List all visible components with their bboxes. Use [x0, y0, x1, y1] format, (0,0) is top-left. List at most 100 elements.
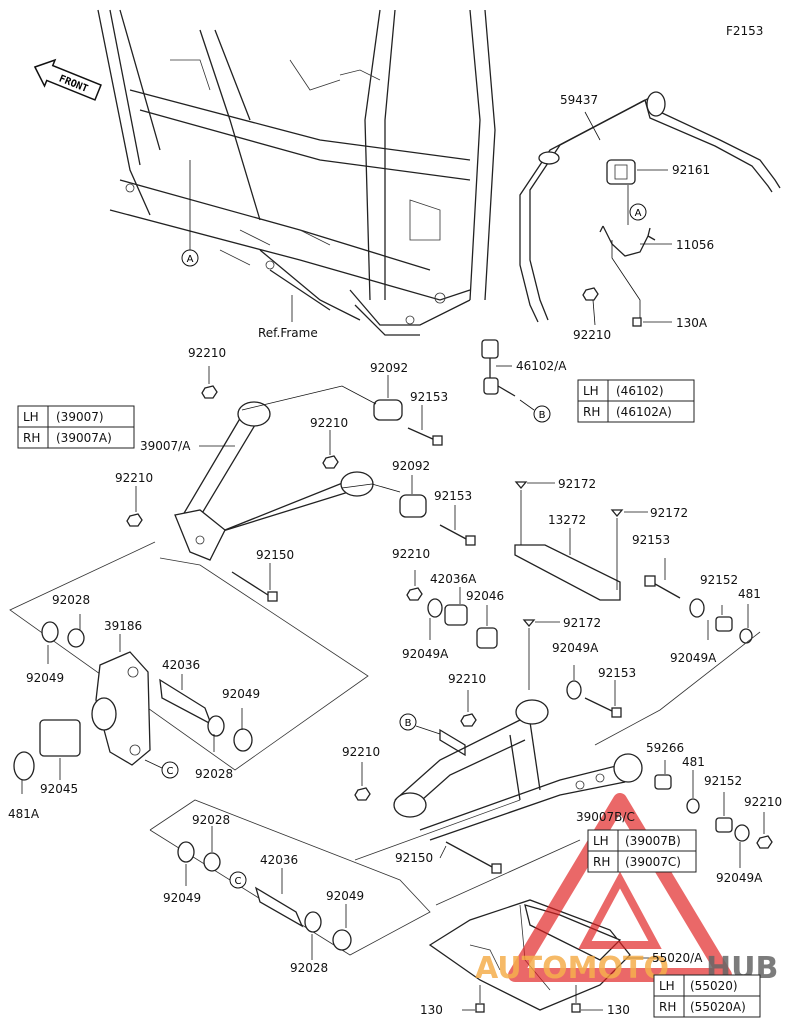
- svg-text:LH: LH: [593, 834, 609, 848]
- label-92172-a: 92172: [558, 477, 596, 491]
- label-481-a: 481: [738, 587, 761, 601]
- label-13272: 13272: [548, 513, 586, 527]
- svg-text:LH: LH: [23, 410, 39, 424]
- label-92210-ua3: 92210: [115, 471, 153, 485]
- label-92210-la3: 92210: [342, 745, 380, 759]
- upper-a-arm: [174, 401, 374, 561]
- callout-b-lower: B: [399, 713, 417, 731]
- callout-c-upper: C: [161, 761, 179, 779]
- svg-text:A: A: [635, 208, 642, 219]
- callout-a-frame: A: [181, 249, 199, 267]
- label-92152-b: 92152: [704, 774, 742, 788]
- callout-a-stabilizer: A: [629, 203, 647, 221]
- svg-text:(55020): (55020): [690, 979, 738, 993]
- bracket-screws: [514, 481, 624, 628]
- pivot-parts: [13, 621, 253, 781]
- svg-text:(39007B): (39007B): [625, 834, 681, 848]
- ref-frame-label: Ref.Frame: [258, 326, 318, 340]
- table-lower-arm: LH (39007B) RH (39007C): [587, 829, 697, 873]
- svg-text:(39007A): (39007A): [56, 431, 112, 445]
- lower-arm-hardware: [354, 575, 773, 874]
- label-92092-b: 92092: [392, 459, 430, 473]
- label-92153-a: 92153: [410, 390, 448, 404]
- label-92152-a: 92152: [700, 573, 738, 587]
- label-39186: 39186: [104, 619, 142, 633]
- stabilizer-link: [481, 339, 516, 397]
- label-92028-a: 92028: [52, 593, 90, 607]
- label-92045: 92045: [40, 782, 78, 796]
- label-92150-a: 92150: [256, 548, 294, 562]
- table-stabilizer-link: LH (46102) RH (46102A): [577, 379, 695, 423]
- stabilizer-nut: [582, 287, 599, 301]
- label-92210-la4: 92210: [744, 795, 782, 809]
- upper-arm-bolts: [231, 427, 476, 602]
- label-92210-la1: 92210: [392, 547, 430, 561]
- svg-text:RH: RH: [659, 1000, 676, 1014]
- label-92049A-c: 92049A: [552, 641, 599, 655]
- label-42036-b: 42036: [260, 853, 298, 867]
- label-92161: 92161: [672, 163, 710, 177]
- label-92049-c: 92049: [163, 891, 201, 905]
- part-labels: 59437 92161 11056 130A 92210 46102/A 922…: [8, 93, 782, 1017]
- svg-text:RH: RH: [583, 405, 600, 419]
- label-92028-d: 92028: [290, 961, 328, 975]
- svg-text:LH: LH: [583, 384, 599, 398]
- label-92150-b: 92150: [395, 851, 433, 865]
- clamp-bolt: [632, 317, 642, 327]
- label-42036A: 42036A: [430, 572, 477, 586]
- label-92049A-a: 92049A: [670, 651, 717, 665]
- label-11056: 11056: [676, 238, 714, 252]
- label-39007BC: 39007B/C: [576, 810, 635, 824]
- label-92046: 92046: [466, 589, 504, 603]
- watermark-logo: AUTOMOTO HUB: [475, 793, 778, 986]
- label-130-a: 130: [420, 1003, 443, 1017]
- label-92210-ua2: 92210: [310, 416, 348, 430]
- label-92172-b: 92172: [650, 506, 688, 520]
- svg-text:B: B: [539, 410, 546, 421]
- label-481A: 481A: [8, 807, 40, 821]
- callout-c-lower: C: [229, 871, 247, 889]
- label-92153-d: 92153: [598, 666, 636, 680]
- svg-text:LH: LH: [659, 979, 675, 993]
- svg-text:(39007): (39007): [56, 410, 104, 424]
- stabilizer-bushing: [606, 159, 636, 185]
- svg-text:A: A: [187, 254, 194, 265]
- svg-text:B: B: [405, 718, 412, 729]
- label-59266: 59266: [646, 741, 684, 755]
- label-92092-a: 92092: [370, 361, 408, 375]
- svg-text:(46102A): (46102A): [616, 405, 672, 419]
- svg-text:C: C: [235, 876, 242, 887]
- label-39007A: 39007/A: [140, 439, 191, 453]
- table-guard: LH (55020) RH (55020A): [653, 974, 761, 1018]
- label-130A: 130A: [676, 316, 708, 330]
- label-92049A-b: 92049A: [402, 647, 449, 661]
- watermark-text-a: AUTOMOTO: [475, 951, 669, 986]
- svg-text:(39007C): (39007C): [625, 855, 681, 869]
- label-92028-c: 92028: [192, 813, 230, 827]
- label-92172-c: 92172: [563, 616, 601, 630]
- label-42036-a: 42036: [162, 658, 200, 672]
- label-92049A-d: 92049A: [716, 871, 763, 885]
- lower-a-arm: [393, 699, 643, 841]
- bracket-13272: [514, 544, 621, 601]
- label-481-b: 481: [682, 755, 705, 769]
- knuckle-bracket: [91, 651, 151, 766]
- bushing-clamp: [599, 225, 656, 257]
- upper-arm-bushings: [373, 399, 427, 518]
- lower-pivot-parts: [177, 841, 352, 951]
- svg-text:(55020A): (55020A): [690, 1000, 746, 1014]
- label-92153-b: 92153: [434, 489, 472, 503]
- guard-bolts: [475, 1003, 581, 1013]
- label-92153-c: 92153: [632, 533, 670, 547]
- callout-b-link: B: [533, 405, 551, 423]
- label-92049-b: 92049: [222, 687, 260, 701]
- svg-text:C: C: [167, 766, 174, 777]
- svg-text:(46102): (46102): [616, 384, 664, 398]
- upper-arm-nuts: [126, 385, 339, 527]
- frame-illustration: [97, 9, 496, 336]
- label-92210-stab: 92210: [573, 328, 611, 342]
- figure-code: F2153: [726, 24, 763, 38]
- table-upper-arm: LH (39007) RH (39007A): [17, 405, 135, 449]
- label-46102A: 46102/A: [516, 359, 567, 373]
